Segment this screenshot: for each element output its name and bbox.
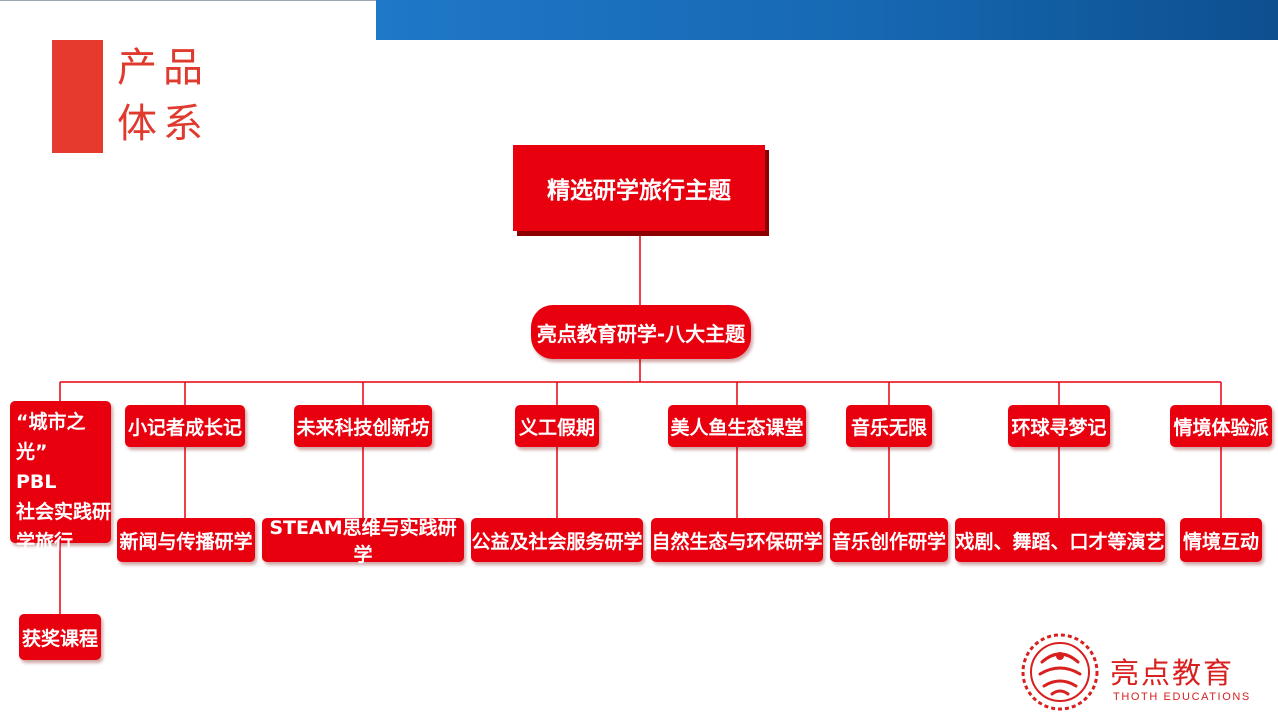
theme-node-ecology: 美人鱼生态课堂 <box>668 405 806 447</box>
title-line-1: 产品 <box>117 45 209 91</box>
child-node-music-creation: 音乐创作研学 <box>830 518 948 562</box>
header-bar <box>376 0 1278 40</box>
theme-line: PBL <box>16 471 57 493</box>
theme-node-volunteer: 义工假期 <box>515 405 599 447</box>
heading-accent-block <box>52 40 103 153</box>
root-node: 精选研学旅行主题 <box>513 145 765 231</box>
brand-name: 亮点教育 <box>1110 656 1235 690</box>
brand-name-en: THOTH EDUCATIONS <box>1113 691 1251 703</box>
theme-node-tech: 未来科技创新坊 <box>294 405 432 447</box>
page-title: 产品 体系 <box>117 40 257 152</box>
mid-node: 亮点教育研学-八大主题 <box>531 305 751 359</box>
theme-node-dream: 环球寻梦记 <box>1008 405 1110 447</box>
theme-node-music: 音乐无限 <box>846 405 932 447</box>
child-node-environment: 自然生态与环保研学 <box>651 518 823 562</box>
theme-node-city-light: “城市之光” PBL 社会实践研 学旅行 <box>10 401 112 553</box>
theme-node-journalist: 小记者成长记 <box>125 405 245 447</box>
child-node-public-service: 公益及社会服务研学 <box>471 518 643 562</box>
top-rule <box>0 0 376 1</box>
child-node-steam: STEAM思维与实践研学 <box>262 517 464 566</box>
theme-node-scenario: 情境体验派 <box>1170 405 1272 447</box>
theme-line: “城市之光” <box>16 411 86 463</box>
theme-line: 社会实践研 <box>16 501 112 523</box>
child-node-interaction: 情境互动 <box>1180 518 1262 562</box>
brand-logo-icon <box>1021 633 1099 711</box>
child-node-award: 获奖课程 <box>19 614 101 660</box>
child-node-performing-arts: 戏剧、舞蹈、口才等演艺 <box>955 518 1165 562</box>
title-line-2: 体系 <box>117 101 209 147</box>
child-node-journalism: 新闻与传播研学 <box>117 518 255 562</box>
theme-line: 学旅行 <box>16 531 74 553</box>
